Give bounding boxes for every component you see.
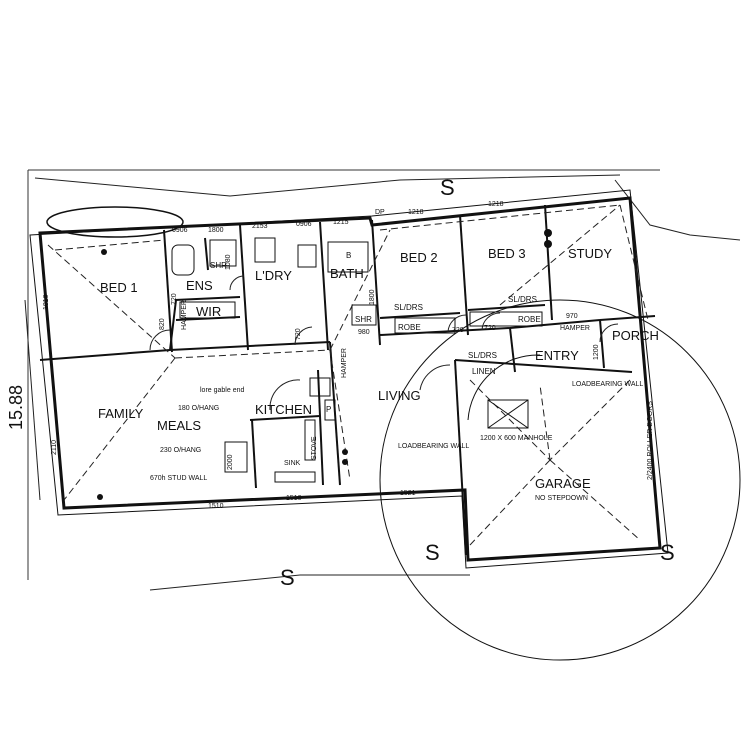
dim-1521: 1521 [400, 490, 416, 497]
room-laundry: L'DRY [255, 268, 292, 283]
label-linen: LINEN [472, 367, 496, 376]
dim-0906-b: 0906 [296, 221, 312, 228]
room-bed-1: BED 1 [100, 280, 138, 295]
label-hamper-hall: HAMPER [341, 348, 348, 378]
label-shr-bath: SHR [355, 315, 372, 324]
room-study: STUDY [568, 246, 612, 261]
dim-720-b: 720 [295, 328, 302, 340]
room-family: FAMILY [98, 406, 144, 421]
room-bed-3: BED 3 [488, 246, 526, 261]
door-swings [149, 275, 619, 411]
room-kitchen: KITCHEN [255, 402, 312, 417]
dim-1800: 1800 [369, 289, 376, 305]
dim-2110: 2110 [51, 440, 58, 455]
label-no-stepdown: NO STEPDOWN [535, 495, 588, 502]
label-sl-drs-linen: SL/DRS [468, 351, 497, 360]
boundary-line-top [34, 174, 621, 197]
label-sl-drs-bed3: SL/DRS [508, 295, 537, 304]
survey-letter-s2: S [425, 540, 440, 565]
fixtures [171, 237, 543, 483]
roof-lines [47, 204, 649, 546]
markup-ellipse [46, 206, 184, 238]
boundary-line-right [614, 179, 741, 241]
room-porch: PORCH [612, 328, 659, 343]
label-stove: STOVE [311, 436, 318, 460]
survey-letter-s3: S [280, 565, 295, 590]
room-meals: MEALS [157, 418, 201, 433]
label-stud-wall: 670h STUD WALL [150, 475, 207, 482]
label-robe-bed2: ROBE [398, 323, 421, 332]
side-dimension: 15.88 [6, 385, 26, 430]
dim-980: 980 [358, 329, 370, 336]
label-hamper-study: HAMPER [560, 325, 590, 332]
dim-720-c: 720 [452, 327, 464, 334]
room-ens: ENS [186, 278, 213, 293]
boundary-line-left [24, 299, 41, 501]
dim-1215: 1215 [333, 219, 349, 226]
dim-1510-b: 1510 [286, 495, 302, 502]
dim-720-a: 720 [171, 293, 178, 305]
dim-1810: 1810 [43, 294, 50, 310]
survey-letter-s1: S [440, 175, 455, 200]
label-sink: SINK [284, 460, 301, 467]
room-bath: BATH [330, 266, 364, 281]
label-180-overhang: 180 O/HANG [178, 405, 219, 412]
room-garage: GARAGE [535, 476, 591, 491]
label-loadbearing-living: LOADBEARING WALL [398, 443, 469, 450]
dim-720-d: 720 [484, 325, 496, 332]
label-roller-doors: 2/2400 ROLLER DOORS [647, 401, 654, 480]
dim-1510-a: 1510 [208, 503, 224, 510]
label-loadbearing-garage: LOADBEARING WALL [572, 381, 643, 388]
room-bed-2: BED 2 [400, 250, 438, 265]
dim-1080: 1080 [225, 254, 232, 270]
dim-820: 820 [159, 318, 166, 330]
label-b: B [346, 251, 351, 260]
room-wir: WIR [196, 304, 221, 319]
dim-1218-a: 1218 [408, 209, 424, 216]
label-dp-top: DP [375, 209, 385, 216]
room-entry: ENTRY [535, 348, 579, 363]
dim-2153: 2153 [252, 223, 268, 230]
label-hamper-wir: HAMPER [181, 300, 188, 330]
label-manhole: 1200 X 600 MANHOLE [480, 435, 553, 442]
room-living: LIVING [378, 388, 421, 403]
dim-1806: 1800 [208, 227, 224, 234]
boundary-line-bottom [149, 574, 470, 591]
label-sl-drs-bed2: SL/DRS [394, 303, 423, 312]
dim-1200: 1200 [593, 344, 600, 360]
label-230-overhang: 230 O/HANG [160, 447, 201, 454]
label-pantry: P [326, 405, 331, 414]
label-shr-ens: SHR [210, 261, 227, 270]
garage-circle-markup [379, 299, 741, 661]
downpipe-markers [97, 229, 552, 500]
label-robe-bed3: ROBE [518, 315, 541, 324]
dim-2000: 2000 [227, 454, 234, 470]
survey-letter-s4: S [660, 540, 675, 565]
dim-0906-a: 0906 [172, 227, 188, 234]
outer-walls [29, 189, 669, 569]
label-lore-gable: lore gable end [200, 387, 244, 394]
dim-1218-b: 1218 [488, 201, 504, 208]
dim-970: 970 [566, 313, 578, 320]
garage-door-swing [467, 354, 541, 421]
